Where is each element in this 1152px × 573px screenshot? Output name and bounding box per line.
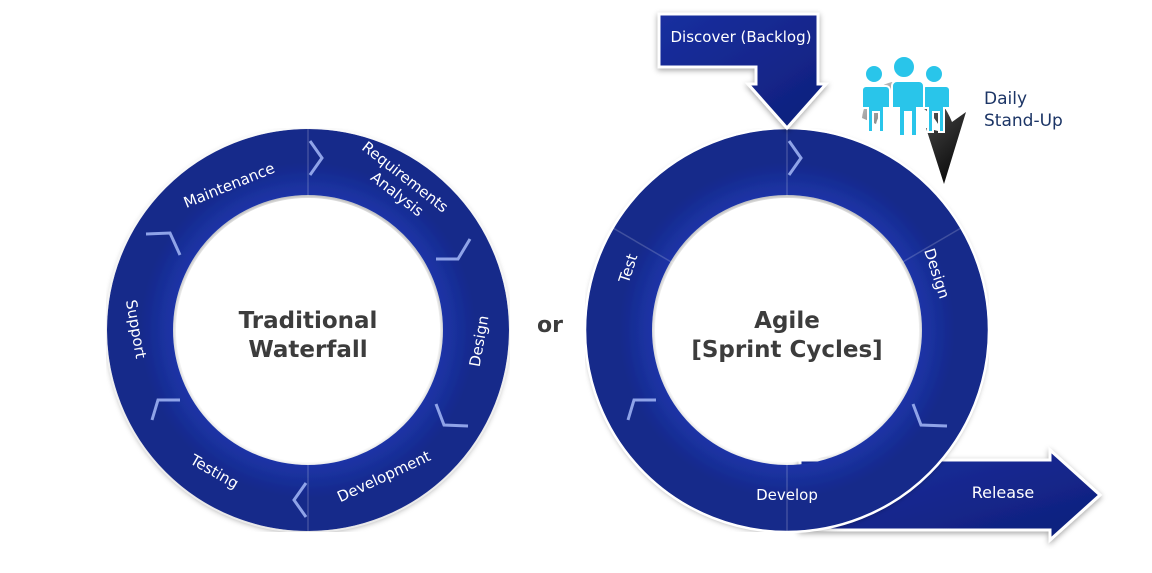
- discover-arrow: [657, 12, 830, 131]
- agile-inner: [655, 198, 919, 462]
- chevron-icon: [150, 398, 180, 421]
- team-icon: [861, 55, 951, 137]
- release-label: Release: [971, 483, 1035, 502]
- chevron-icon: [145, 231, 182, 256]
- chevron-icon: [911, 403, 948, 428]
- standup-line1: Daily: [984, 89, 1028, 109]
- waterfall-title-line2: Waterfall: [248, 337, 368, 363]
- chevron-icon: [626, 398, 656, 421]
- waterfall-title-line1: Traditional: [238, 308, 378, 334]
- stage-agile-develop: Develop: [756, 486, 818, 504]
- agile-title-line2: [Sprint Cycles]: [691, 337, 883, 363]
- waterfall-inner: [176, 198, 440, 462]
- standup-label: Daily Stand-Up: [984, 88, 1063, 132]
- chevron-icon: [308, 140, 324, 176]
- discover-label: Discover (Backlog): [670, 28, 812, 46]
- chevron-icon: [787, 140, 803, 176]
- waterfall-title: Traditional Waterfall: [208, 307, 408, 365]
- chevron-icon: [292, 482, 308, 518]
- agile-title-line1: Agile: [754, 308, 820, 334]
- agile-ring: [583, 126, 991, 534]
- or-separator: or: [537, 313, 563, 338]
- agile-title: Agile [Sprint Cycles]: [667, 307, 907, 365]
- chevron-icon: [434, 403, 469, 428]
- chevron-icon: [436, 238, 472, 261]
- waterfall-ring: [105, 126, 511, 534]
- standup-line2: Stand-Up: [984, 111, 1063, 131]
